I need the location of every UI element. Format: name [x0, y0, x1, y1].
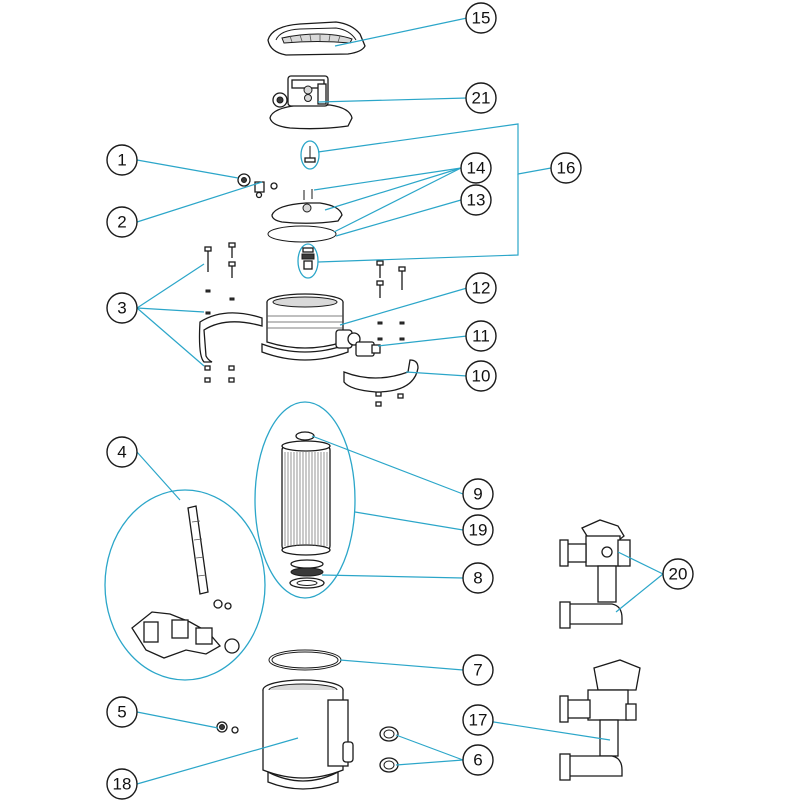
part-internal-collector [104, 489, 266, 681]
callout-label: 3 [117, 299, 126, 318]
callout-label: 14 [467, 159, 486, 178]
part-tank-body [262, 679, 354, 790]
callout-5: 5 [106, 696, 138, 728]
callout-label: 9 [473, 485, 482, 504]
callout-10: 10 [465, 360, 497, 392]
callout-label: 7 [473, 661, 482, 680]
part-large-oring [268, 649, 342, 671]
callout-3: 3 [106, 292, 138, 324]
part-clamp-left [198, 312, 263, 363]
part-air-release-top [300, 140, 320, 170]
callout-label: 5 [117, 703, 126, 722]
callout-label: 21 [472, 89, 491, 108]
part-clamp-right [343, 359, 419, 393]
callout-label: 6 [473, 751, 482, 770]
callout-label: 11 [472, 327, 490, 346]
part-valve-stack [297, 243, 319, 279]
callout-4: 4 [106, 436, 138, 468]
callout-2: 2 [106, 206, 138, 238]
part-small-orings [379, 726, 399, 773]
callout-label: 18 [113, 775, 132, 794]
part-small-fittings [237, 173, 278, 199]
callout-19: 19 [462, 514, 494, 546]
callout-11: 11 [465, 320, 497, 352]
part-elbow-fitting [355, 341, 381, 357]
callout-label: 13 [467, 191, 486, 210]
callout-label: 20 [669, 565, 688, 584]
part-lid [267, 189, 343, 243]
part-small-plug [216, 721, 239, 734]
callout-label: 8 [473, 569, 482, 588]
callout-label: 2 [117, 213, 126, 232]
callout-label: 1 [117, 151, 126, 170]
callout-14: 14 [460, 152, 492, 184]
callout-21: 21 [465, 82, 497, 114]
part-head-assembly [269, 75, 353, 130]
callout-label: 4 [117, 443, 126, 462]
callout-15: 15 [465, 2, 497, 34]
part-top-mount-valve [559, 659, 641, 781]
callout-13: 13 [460, 184, 492, 216]
callout-label: 17 [469, 711, 488, 730]
callout-label: 10 [472, 367, 491, 386]
callout-1: 1 [106, 144, 138, 176]
part-cartridge-pleats [284, 452, 328, 546]
callout-label: 16 [557, 159, 576, 178]
part-bolts [204, 242, 406, 407]
part-multiport-valve [559, 519, 631, 629]
callout-label: 12 [472, 279, 491, 298]
part-upper-body [261, 293, 361, 361]
callout-16: 16 [550, 152, 582, 184]
callout-label: 19 [469, 521, 488, 540]
part-cartridge-seals [289, 559, 325, 589]
callout-17: 17 [462, 704, 494, 736]
callout-7: 7 [462, 654, 494, 686]
callout-9: 9 [462, 478, 494, 510]
callout-12: 12 [465, 272, 497, 304]
callout-6: 6 [462, 744, 494, 776]
callout-label: 15 [472, 9, 491, 28]
leader-lines [136, 17, 664, 785]
callout-8: 8 [462, 562, 494, 594]
callout-20: 20 [662, 558, 694, 590]
part-top-cap [267, 21, 366, 56]
callout-18: 18 [106, 768, 138, 800]
